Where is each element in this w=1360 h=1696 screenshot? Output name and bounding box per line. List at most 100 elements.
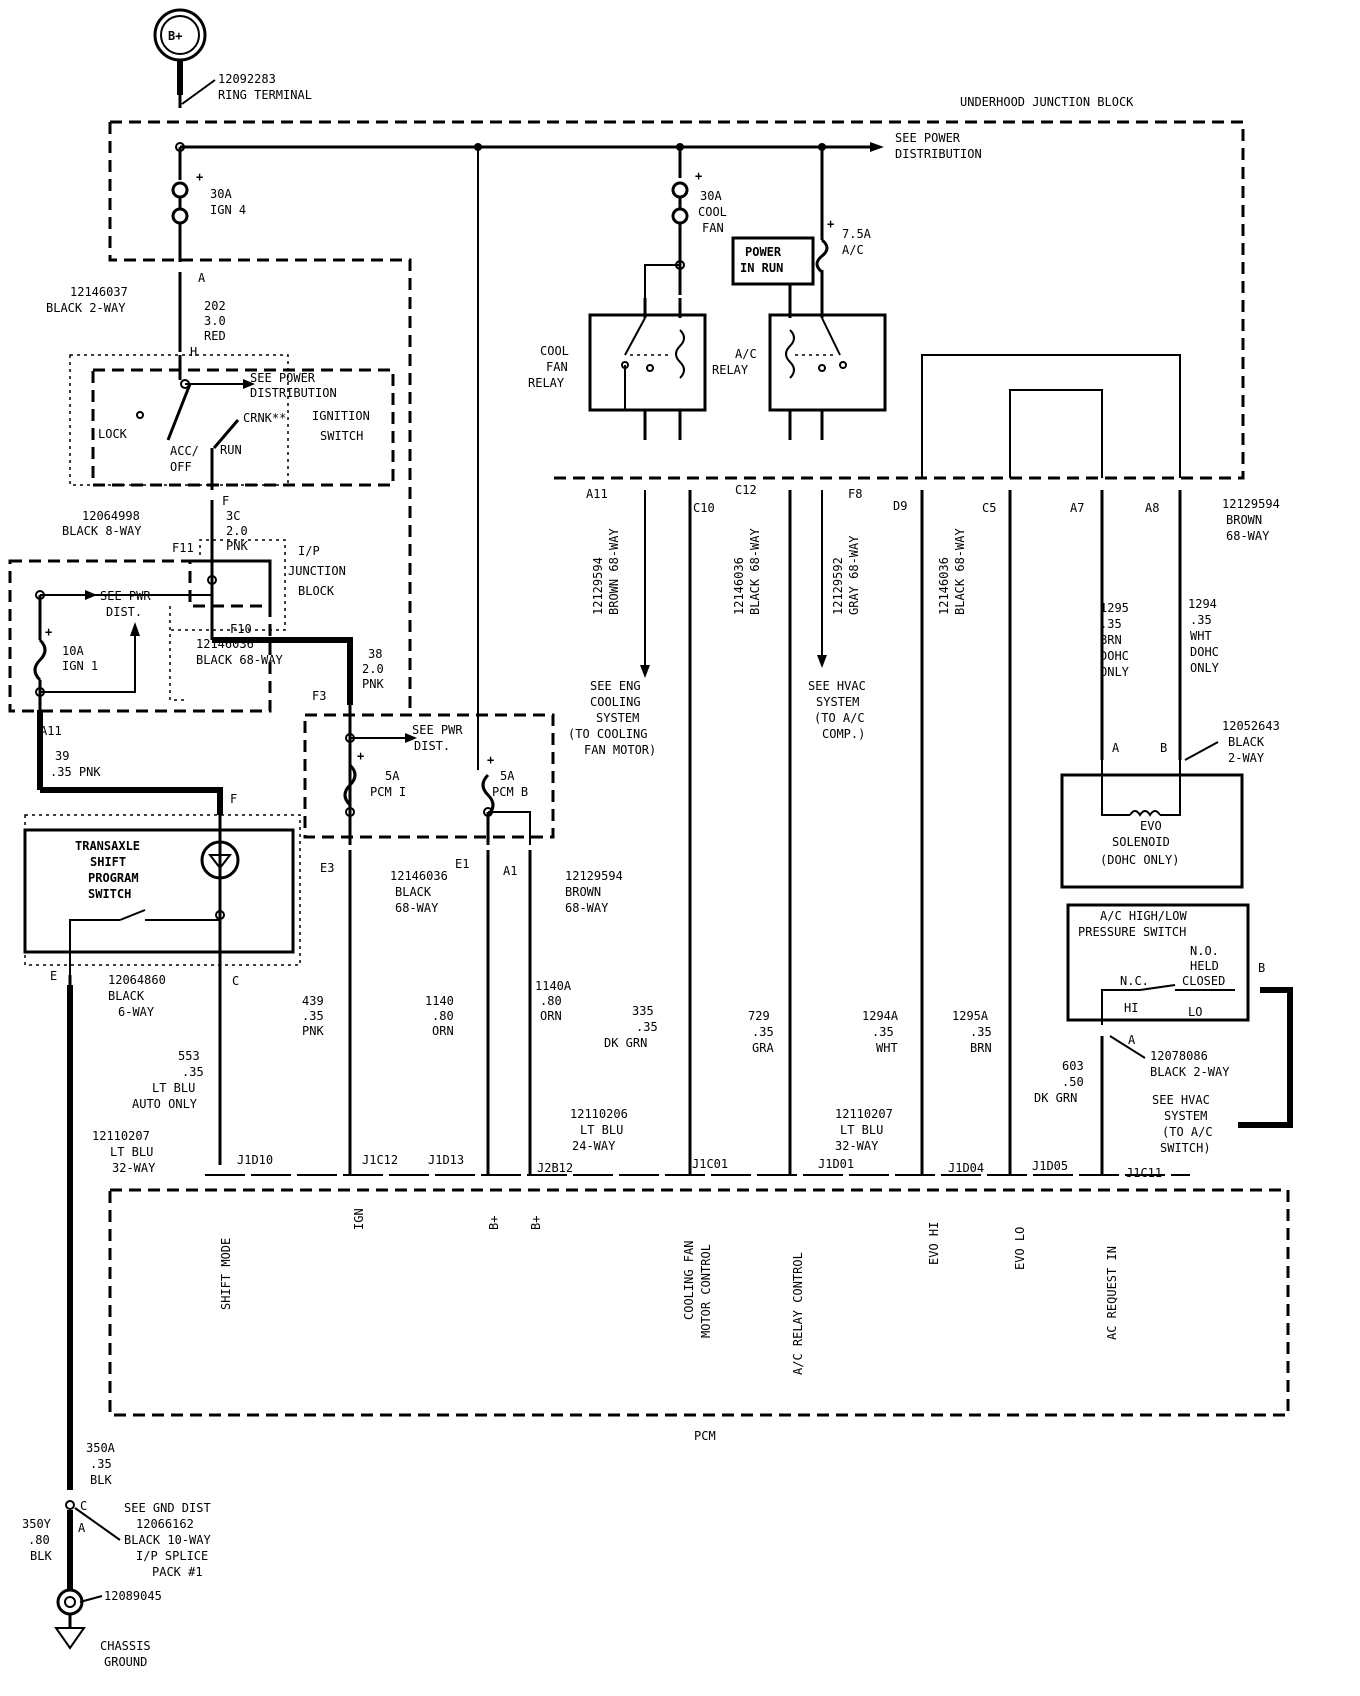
svg-text:BLK: BLK: [30, 1549, 52, 1563]
svg-text:CHASSIS: CHASSIS: [100, 1639, 151, 1653]
svg-text:BLACK 8-WAY: BLACK 8-WAY: [62, 524, 142, 538]
svg-text:30A: 30A: [700, 189, 722, 203]
pcm-label: EVO LO: [1013, 1227, 1027, 1270]
svg-text:COMP.): COMP.): [822, 727, 865, 741]
svg-text:SOLENOID: SOLENOID: [1112, 835, 1170, 849]
svg-text:SEE HVAC: SEE HVAC: [1152, 1093, 1210, 1107]
svg-text:5A: 5A: [385, 769, 400, 783]
pcm-pin: J1D10: [237, 1153, 273, 1167]
svg-text:12064860: 12064860: [108, 973, 166, 987]
svg-text:12110207: 12110207: [835, 1107, 893, 1121]
pcm-label: A/C RELAY CONTROL: [791, 1252, 805, 1375]
svg-text:WHT: WHT: [1190, 629, 1212, 643]
svg-text:FAN: FAN: [702, 221, 724, 235]
svg-text:BLACK 2-WAY: BLACK 2-WAY: [46, 301, 126, 315]
pcm-pin: J1D04: [948, 1161, 984, 1175]
svg-text:DIST.: DIST.: [414, 739, 450, 753]
svg-text:12129594: 12129594: [591, 557, 605, 615]
svg-text:.35: .35: [182, 1065, 204, 1079]
svg-text:2-WAY: 2-WAY: [1228, 751, 1265, 765]
svg-text:IN RUN: IN RUN: [740, 261, 783, 275]
svg-text:1295: 1295: [1100, 601, 1129, 615]
svg-text:SYSTEM: SYSTEM: [816, 695, 859, 709]
svg-text:SWITCH: SWITCH: [88, 887, 131, 901]
ground-icon: [56, 1588, 84, 1616]
svg-text:AUTO ONLY: AUTO ONLY: [132, 1097, 198, 1111]
pcm-label: EVO HI: [927, 1222, 941, 1265]
svg-text:1140A: 1140A: [535, 979, 572, 993]
pcm-pin: J2B12: [537, 1161, 573, 1175]
svg-text:SEE POWER: SEE POWER: [250, 371, 316, 385]
svg-text:12078086: 12078086: [1150, 1049, 1208, 1063]
svg-text:COOL: COOL: [698, 205, 727, 219]
svg-text:RUN: RUN: [220, 443, 242, 457]
svg-text:A11: A11: [586, 487, 608, 501]
svg-text:350Y: 350Y: [22, 1517, 52, 1531]
svg-text:PCM I: PCM I: [370, 785, 406, 799]
svg-text:LT BLU: LT BLU: [152, 1081, 195, 1095]
svg-text:F11: F11: [172, 541, 194, 555]
svg-text:BLK: BLK: [90, 1473, 112, 1487]
svg-text:PROGRAM: PROGRAM: [88, 871, 139, 885]
svg-text:C5: C5: [982, 501, 996, 515]
svg-text:32-WAY: 32-WAY: [835, 1139, 879, 1153]
svg-text:.35 PNK: .35 PNK: [50, 765, 101, 779]
svg-text:BLACK 10-WAY: BLACK 10-WAY: [124, 1533, 211, 1547]
svg-text:1295A: 1295A: [952, 1009, 989, 1023]
svg-text:COOL: COOL: [540, 344, 569, 358]
svg-text:A: A: [1128, 1033, 1136, 1047]
ac-relay: [768, 313, 887, 412]
svg-text:HI: HI: [1124, 1001, 1138, 1015]
svg-text:(TO A/C: (TO A/C: [1162, 1125, 1213, 1139]
svg-text:12146036: 12146036: [196, 637, 254, 651]
svg-text:+: +: [357, 749, 364, 763]
svg-text:BLACK 2-WAY: BLACK 2-WAY: [1150, 1065, 1230, 1079]
svg-text:A: A: [198, 271, 206, 285]
svg-text:A: A: [1112, 741, 1120, 755]
svg-text:DISTRIBUTION: DISTRIBUTION: [250, 386, 337, 400]
svg-text:N.C.: N.C.: [1120, 974, 1149, 988]
svg-text:2.0: 2.0: [226, 524, 248, 538]
svg-text:24-WAY: 24-WAY: [572, 1139, 616, 1153]
power-in-run-box: [731, 236, 815, 286]
svg-text:SWITCH: SWITCH: [320, 429, 363, 443]
svg-text:A11: A11: [40, 724, 62, 738]
svg-text:10A: 10A: [62, 644, 84, 658]
pcm-pin: J1C12: [362, 1153, 398, 1167]
ring-terminal-label: RING TERMINAL: [218, 88, 312, 102]
svg-text:BRN: BRN: [970, 1041, 992, 1055]
svg-text:E3: E3: [320, 861, 334, 875]
svg-text:12066162: 12066162: [136, 1517, 194, 1531]
svg-text:FAN: FAN: [546, 360, 568, 374]
ring-terminal-part: 12092283: [218, 72, 276, 86]
svg-text:12146036: 12146036: [937, 557, 951, 615]
svg-text:+: +: [827, 217, 834, 231]
svg-text:EVO: EVO: [1140, 819, 1162, 833]
svg-text:+: +: [45, 625, 52, 639]
svg-text:68-WAY: 68-WAY: [1226, 529, 1270, 543]
battery-terminal: B+: [153, 8, 207, 62]
cool-fan-relay: [588, 313, 707, 412]
svg-text:SEE POWER: SEE POWER: [895, 131, 961, 145]
svg-text:(DOHC ONLY): (DOHC ONLY): [1100, 853, 1179, 867]
svg-text:SEE ENG: SEE ENG: [590, 679, 641, 693]
svg-text:C12: C12: [735, 483, 757, 497]
svg-text:.35: .35: [90, 1457, 112, 1471]
svg-text:H: H: [190, 345, 197, 359]
svg-text:BLACK 68-WAY: BLACK 68-WAY: [953, 528, 967, 615]
svg-text:.35: .35: [1100, 617, 1122, 631]
svg-text:ONLY: ONLY: [1190, 661, 1220, 675]
svg-text:BLACK 68-WAY: BLACK 68-WAY: [748, 528, 762, 615]
svg-text:COOLING: COOLING: [590, 695, 641, 709]
svg-text:12064998: 12064998: [82, 509, 140, 523]
svg-text:CLOSED: CLOSED: [1182, 974, 1225, 988]
svg-text:68-WAY: 68-WAY: [395, 901, 439, 915]
svg-text:A/C: A/C: [735, 347, 757, 361]
svg-text:ORN: ORN: [540, 1009, 562, 1023]
svg-text:GRA: GRA: [752, 1041, 774, 1055]
svg-text:1140: 1140: [425, 994, 454, 1008]
fuse-cool-fan: [671, 181, 689, 225]
svg-text:SEE PWR: SEE PWR: [412, 723, 463, 737]
svg-text:12129594: 12129594: [1222, 497, 1280, 511]
pcm-pin: J1D05: [1032, 1159, 1068, 1173]
